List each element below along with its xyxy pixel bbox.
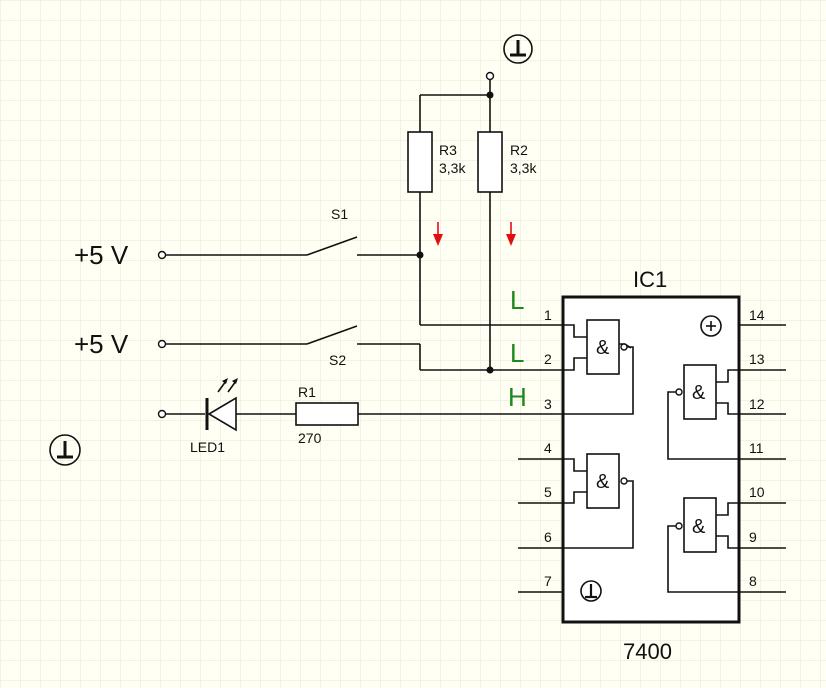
r3-name: R3 <box>439 142 457 158</box>
r2-value: 3,3k <box>510 160 537 176</box>
resistor-r3 <box>407 131 433 193</box>
r1-value: 270 <box>298 430 322 446</box>
pin-number: 13 <box>749 351 765 367</box>
pin-number: 4 <box>544 440 552 456</box>
pin-number: 3 <box>544 396 552 412</box>
pin-number: 10 <box>749 484 765 500</box>
switch-s2-label: S2 <box>329 352 346 368</box>
pin-number: 2 <box>544 351 552 367</box>
pin-number: 8 <box>749 573 757 589</box>
pin-number: 9 <box>749 529 757 545</box>
led-terminal <box>157 409 167 419</box>
pin-number: 11 <box>749 440 764 456</box>
pin-number: 1 <box>544 307 552 323</box>
switch-s2 <box>306 325 358 345</box>
level-pin1: L <box>510 285 524 315</box>
pin-number: 12 <box>749 396 765 412</box>
ic-part: 7400 <box>623 639 672 664</box>
plus-supply-icon <box>700 315 722 337</box>
nand-gate-3: & <box>667 364 739 460</box>
level-pin2: L <box>510 338 524 368</box>
r3-value: 3,3k <box>439 160 466 176</box>
supply-terminal-1 <box>157 250 167 260</box>
switch-s1 <box>306 236 358 256</box>
gate-symbol: & <box>692 382 706 404</box>
pin-number: 6 <box>544 529 552 545</box>
supply-terminal-2 <box>157 339 167 349</box>
nand-gate-2: & <box>563 453 634 549</box>
nand-gate-4: & <box>667 497 739 593</box>
ground-icon <box>49 434 81 466</box>
ground-icon <box>503 34 533 64</box>
ground-terminal <box>485 71 495 81</box>
supply-label-1: +5 V <box>74 240 129 270</box>
pin-number: 5 <box>544 484 552 500</box>
switch-s1-label: S1 <box>331 206 348 222</box>
gate-symbol: & <box>596 471 610 493</box>
resistor-r2 <box>477 131 503 193</box>
r2-name: R2 <box>510 142 528 158</box>
current-arrow-icon <box>506 222 516 246</box>
current-arrow-icon <box>433 222 443 246</box>
pin-number: 7 <box>544 573 552 589</box>
nand-gate-1: & <box>563 319 634 415</box>
r1-name: R1 <box>298 384 316 400</box>
gate-symbol: & <box>692 516 706 538</box>
gate-symbol: & <box>596 337 610 359</box>
supply-label-2: +5 V <box>74 329 129 359</box>
led-label: LED1 <box>190 439 225 455</box>
ground-icon <box>580 580 602 602</box>
resistor-r1 <box>295 402 359 426</box>
ic-name: IC1 <box>633 267 667 292</box>
pin-number: 14 <box>749 307 765 323</box>
level-pin3: H <box>508 382 527 412</box>
